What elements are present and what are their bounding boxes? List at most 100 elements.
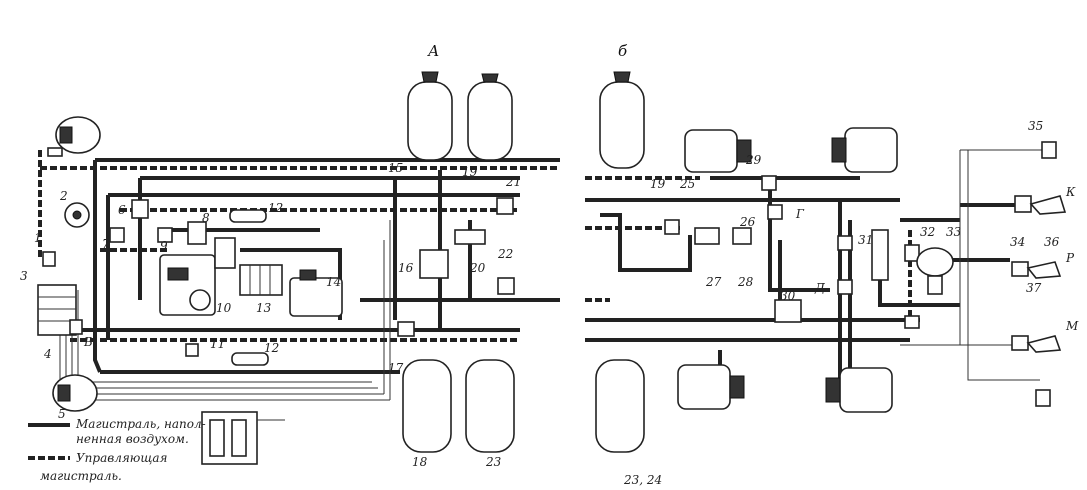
valve bbox=[904, 244, 920, 262]
section-label-d: Д bbox=[814, 281, 825, 295]
part-label-20: 20 bbox=[469, 261, 486, 275]
brake-chamber bbox=[52, 374, 98, 412]
part-label-35: 35 bbox=[1028, 119, 1043, 133]
part-label-2: 2 bbox=[59, 189, 68, 203]
valve bbox=[732, 227, 752, 245]
part-label-17: 17 bbox=[388, 361, 404, 375]
legend-control-line-text-2: магистраль. bbox=[40, 469, 122, 483]
air-receiver bbox=[595, 359, 645, 453]
pressure-gauge bbox=[64, 202, 90, 228]
section-label-v: В bbox=[83, 335, 93, 349]
cylinder bbox=[229, 209, 267, 223]
part-label-5: 5 bbox=[58, 407, 66, 421]
valve bbox=[397, 321, 415, 337]
valve bbox=[69, 319, 83, 335]
filter-bank bbox=[239, 264, 283, 296]
spring-brake-chamber bbox=[825, 367, 893, 413]
part-label-1: 1 bbox=[34, 231, 42, 245]
regulator bbox=[214, 237, 236, 269]
air-receiver bbox=[407, 71, 453, 161]
part-label-31: 31 bbox=[858, 233, 873, 247]
section-label-r: Р bbox=[1065, 251, 1075, 265]
valve bbox=[419, 249, 449, 279]
valve bbox=[496, 197, 514, 215]
section-label-m: М bbox=[1065, 319, 1079, 333]
legend-control-line-text: Управляющая bbox=[76, 451, 168, 465]
part-label-15: 15 bbox=[388, 161, 403, 175]
part-label-29: 29 bbox=[745, 153, 762, 167]
part-label-30: 30 bbox=[780, 289, 796, 303]
spring-brake-chamber bbox=[831, 127, 898, 173]
part-label-10: 10 bbox=[216, 301, 232, 315]
air-receiver bbox=[402, 359, 452, 453]
valve bbox=[694, 227, 720, 245]
part-label-12-bottom: 12 bbox=[264, 341, 279, 355]
part-label-19-left: 19 bbox=[462, 165, 478, 179]
spring-brake-chamber bbox=[677, 364, 745, 410]
tractor-scheme bbox=[28, 71, 560, 465]
part-label-25: 25 bbox=[679, 177, 695, 191]
part-label-13: 13 bbox=[256, 301, 272, 315]
valve bbox=[837, 279, 853, 295]
spring-brake-chamber bbox=[684, 129, 752, 173]
part-label-18: 18 bbox=[412, 455, 428, 469]
air-receiver bbox=[599, 71, 645, 169]
valve bbox=[761, 175, 777, 191]
brake-valve bbox=[289, 269, 343, 317]
part-label-16: 16 bbox=[398, 261, 414, 275]
part-label-9: 9 bbox=[160, 239, 168, 253]
part-label-3: 3 bbox=[20, 269, 28, 283]
main-line bbox=[93, 160, 102, 373]
part-label-23-24: 23, 24 bbox=[623, 473, 662, 487]
section-label-g: Г bbox=[795, 207, 805, 221]
coupling-head bbox=[1011, 335, 1062, 353]
part-label-8: 8 bbox=[202, 211, 210, 225]
part-label-6: 6 bbox=[118, 203, 126, 217]
valve bbox=[42, 251, 56, 267]
air-receiver bbox=[467, 73, 513, 161]
legend-main-line-text: Магистраль, напол- bbox=[75, 417, 206, 431]
air-receiver bbox=[465, 359, 515, 453]
pressure-regulator bbox=[187, 221, 207, 245]
valve bbox=[109, 227, 125, 243]
labels: А б В Г Д К Р М 1 2 3 4 5 6 7 8 9 10 11 … bbox=[20, 42, 1079, 487]
valve bbox=[497, 277, 515, 295]
valve bbox=[871, 229, 889, 281]
valve bbox=[774, 299, 802, 323]
section-label-b: б bbox=[618, 42, 628, 60]
valve bbox=[664, 219, 680, 235]
part-label-11: 11 bbox=[210, 337, 225, 351]
relay-block bbox=[201, 411, 285, 465]
part-label-22: 22 bbox=[497, 247, 513, 261]
part-label-27: 27 bbox=[705, 275, 722, 289]
part-label-19-right: 19 bbox=[650, 177, 666, 191]
part-label-37: 37 bbox=[1026, 281, 1042, 295]
part-label-33: 33 bbox=[946, 225, 962, 239]
part-label-36: 36 bbox=[1044, 235, 1060, 249]
part-label-7: 7 bbox=[102, 237, 110, 251]
valve bbox=[837, 235, 853, 251]
brake-chamber bbox=[47, 116, 101, 157]
wiring bbox=[967, 150, 1040, 381]
valve bbox=[904, 315, 920, 329]
legend-main-line-text-2: ненная воздухом. bbox=[76, 432, 189, 446]
signal-lamp bbox=[1035, 389, 1051, 407]
section-label-k: К bbox=[1065, 185, 1076, 199]
part-label-4: 4 bbox=[43, 347, 52, 361]
part-label-28: 28 bbox=[737, 275, 754, 289]
main-line bbox=[600, 213, 692, 272]
compressor bbox=[159, 254, 216, 316]
valve bbox=[767, 204, 783, 220]
coupling-head bbox=[1014, 195, 1067, 215]
section-label-a: А bbox=[427, 42, 439, 60]
part-label-34: 34 bbox=[1010, 235, 1025, 249]
part-label-21: 21 bbox=[505, 175, 521, 189]
valve bbox=[131, 199, 149, 219]
signal-lamp bbox=[1041, 141, 1057, 159]
coupling-head bbox=[1011, 261, 1062, 279]
valve bbox=[454, 229, 486, 245]
trailer-scheme bbox=[585, 71, 1067, 453]
valve bbox=[157, 227, 173, 243]
part-label-23-left: 23 bbox=[485, 455, 502, 469]
